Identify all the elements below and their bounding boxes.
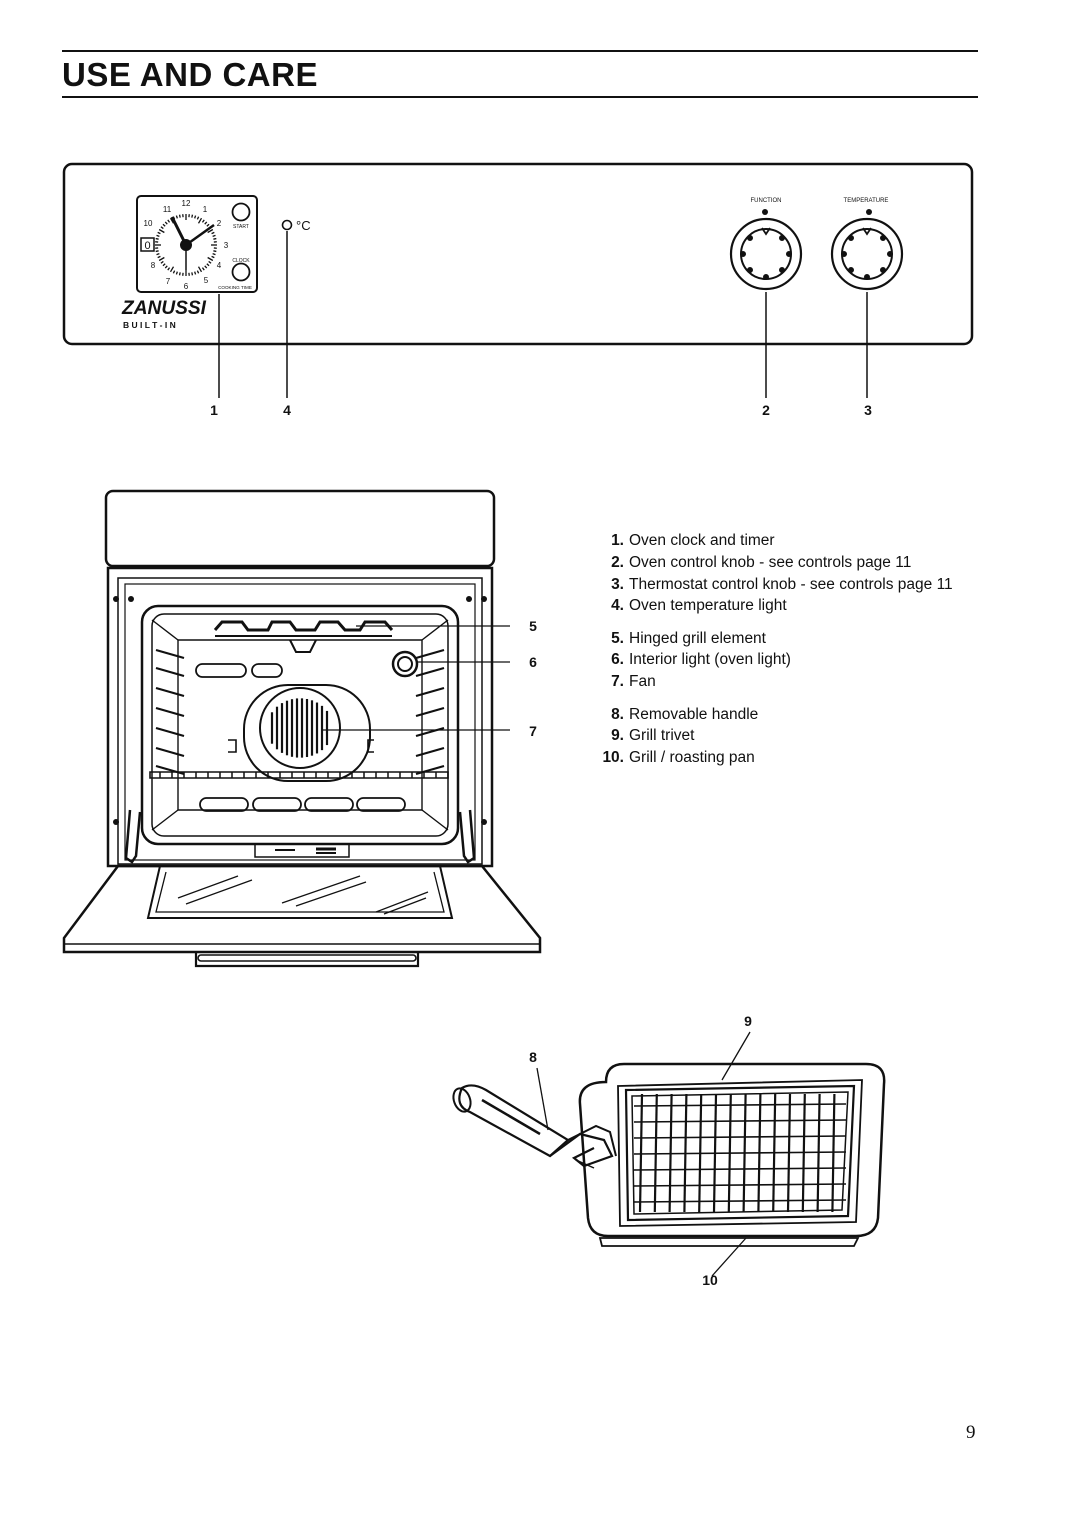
clock-number: 3 (224, 241, 229, 250)
legend-item: 10.Grill / roasting pan (602, 749, 755, 767)
clock-cooking-time-label: COOKING TIME (218, 285, 252, 290)
clock-number: 4 (217, 261, 222, 270)
oven-clock-timer: 12 1 2 3 4 5 6 7 8 10 11 0 START (136, 195, 258, 293)
legend-group-pan: 8.Removable handle 9.Grill trivet 10.Gri… (598, 704, 998, 769)
callout-9: 9 (744, 1013, 752, 1029)
page-title: USE AND CARE (62, 56, 318, 93)
temperature-unit-label: °C (296, 218, 311, 233)
legend-item: 2.Oven control knob - see controls page … (611, 553, 912, 571)
legend-item: 7.Fan (611, 673, 656, 691)
grill-pan-illustration (452, 1062, 886, 1247)
control-panel: 12 1 2 3 4 5 6 7 8 10 11 0 START (62, 162, 974, 346)
oven-illustration (62, 489, 542, 968)
legend-item: 3.Thermostat control knob - see controls… (611, 575, 953, 593)
clock-number: 7 (166, 277, 171, 286)
clock-number: 2 (217, 219, 222, 228)
clock-cooking-time-button[interactable] (231, 262, 251, 282)
clock-start-label: START (233, 224, 249, 230)
temperature-knob[interactable] (830, 217, 904, 291)
legend-item: 9.Grill trivet (611, 727, 695, 745)
page-number: 9 (966, 1422, 976, 1443)
clock-number: 5 (204, 276, 209, 285)
panel-callout-numbers: 1 4 2 3 (210, 402, 872, 418)
function-knob-label: FUNCTION (751, 198, 782, 204)
legend-group-controls: 1.Oven clock and timer 2.Oven control kn… (598, 530, 998, 617)
top-rule (62, 50, 978, 52)
clock-start-button[interactable] (231, 202, 251, 222)
parts-legend: 1.Oven clock and timer 2.Oven control kn… (598, 530, 998, 779)
clock-window-digit: 0 (144, 240, 150, 252)
temperature-knob-label: TEMPERATURE (844, 198, 889, 204)
legend-group-oven: 5.Hinged grill element 6.Interior light … (598, 628, 998, 693)
legend-item: 5.Hinged grill element (611, 629, 766, 647)
clock-numbers: 12 1 2 3 4 5 6 7 8 10 11 (144, 199, 229, 291)
clock-day-window (140, 237, 155, 252)
legend-item: 1.Oven clock and timer (611, 532, 775, 549)
callout-6: 6 (529, 654, 537, 670)
pan-leader-lines (536, 1031, 751, 1277)
brand-subtitle: B U I L T - I N (123, 320, 176, 330)
clock-number: 10 (144, 219, 153, 228)
clock-number: 11 (163, 205, 172, 214)
legend-item: 6.Interior light (oven light) (611, 651, 791, 669)
brand-logo: ZANUSSI (121, 298, 207, 319)
pan-callout-numbers: 9 8 10 (529, 1013, 752, 1288)
callout-8: 8 (529, 1049, 537, 1065)
clock-number: 8 (151, 261, 156, 270)
clock-number: 6 (184, 282, 189, 291)
callout-5: 5 (529, 618, 537, 634)
clock-dial-ticks (155, 214, 217, 276)
clock-number: 1 (203, 205, 208, 214)
function-indicator-dot (762, 209, 768, 215)
title-underline (62, 96, 978, 98)
oven-temperature-light (281, 219, 293, 231)
temperature-indicator-dot (866, 209, 872, 215)
clock-hands-icon (170, 216, 215, 270)
callout-2: 2 (762, 402, 770, 418)
clock-number: 12 (182, 199, 191, 208)
callout-1: 1 (210, 402, 218, 418)
oven-callout-numbers: 5 6 7 (529, 618, 537, 739)
callout-4: 4 (283, 402, 291, 418)
callout-7: 7 (529, 723, 537, 739)
legend-item: 8.Removable handle (611, 705, 759, 723)
callout-3: 3 (864, 402, 872, 418)
clock-clock-label: CLOCK (232, 258, 250, 264)
function-knob[interactable] (729, 217, 803, 291)
oven-leader-lines (322, 625, 510, 731)
panel-leader-lines (218, 231, 868, 398)
legend-item: 4.Oven temperature light (611, 597, 787, 615)
callout-10: 10 (702, 1272, 718, 1288)
